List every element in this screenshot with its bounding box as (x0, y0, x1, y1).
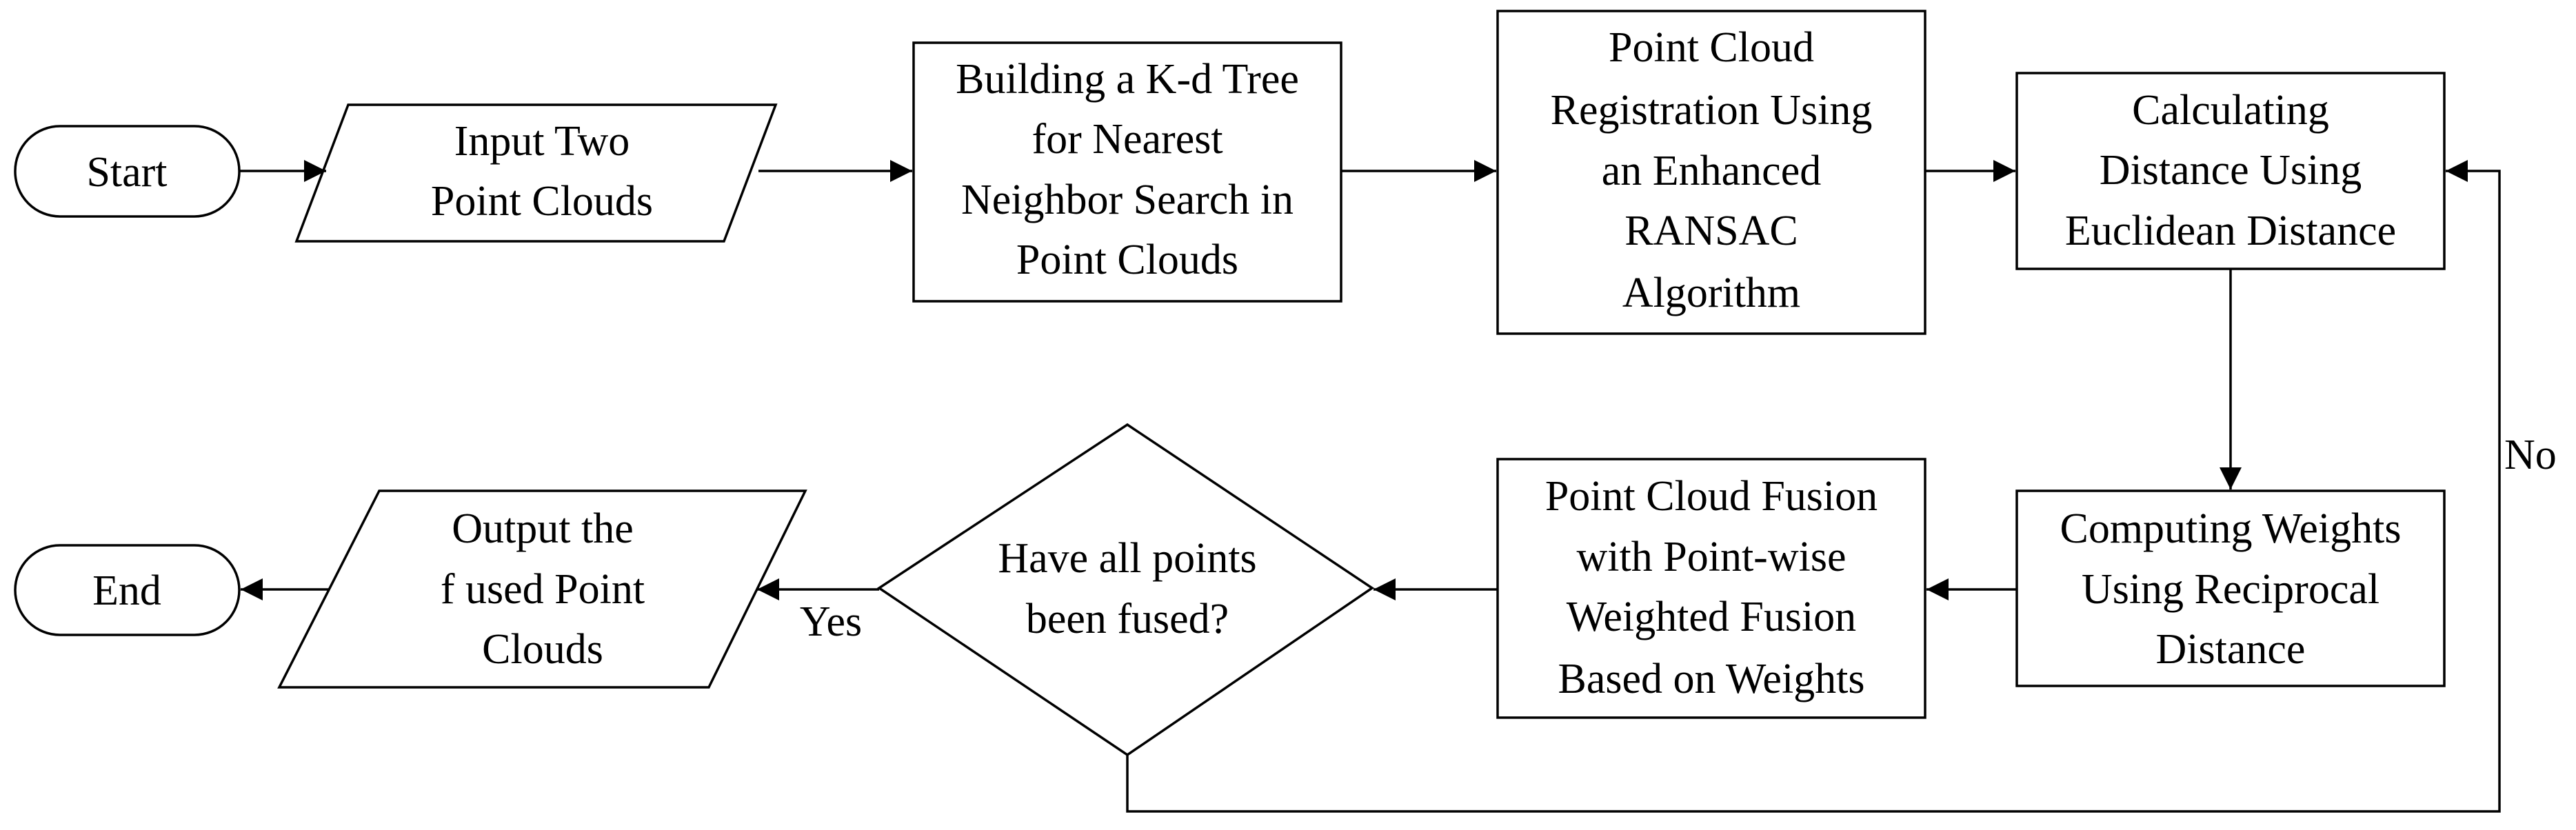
decision-label-line: Have all points (998, 535, 1256, 582)
fusion-label-line: Based on Weights (1558, 656, 1864, 702)
start-label: Start (86, 149, 167, 196)
distance-label-line: Distance Using (2100, 147, 2362, 194)
output-label-line: f used Point (441, 566, 645, 613)
registration-label-line: Registration Using (1551, 87, 1873, 134)
fusion-label-line: with Point-wise (1577, 534, 1847, 580)
registration-label-line: Algorithm (1622, 270, 1800, 316)
registration-label-line: an Enhanced (1602, 148, 1821, 194)
kdtree-label-line: for Nearest (1032, 116, 1222, 163)
kdtree-label: Building a K-d Tree for Nearest Neighbor… (956, 56, 1299, 283)
kdtree-label-line: Point Clouds (1016, 236, 1238, 283)
no-edge-label: No (2504, 432, 2557, 478)
kdtree-label-line: Neighbor Search in (961, 176, 1294, 223)
yes-edge-label: Yes (800, 598, 862, 645)
registration-label-line: Point Cloud (1609, 24, 1814, 71)
fusion-label-line: Point Cloud Fusion (1545, 473, 1878, 520)
kdtree-process-box (912, 41, 1342, 303)
decision-label: Have all points been fused? (998, 535, 1256, 642)
distance-process-box (2015, 72, 2446, 270)
output-label-line: Clouds (482, 626, 603, 673)
fusion-label-line: Weighted Fusion (1567, 594, 1856, 640)
weights-label-line: Computing Weights (2060, 505, 2401, 552)
registration-label: Point Cloud Registration Using an Enhanc… (1551, 24, 1873, 316)
fusion-process-box (1496, 458, 1926, 719)
output-label-line: Output the (452, 505, 633, 552)
input-label: Input Two Point Clouds (431, 118, 653, 225)
fusion-label: Point Cloud Fusion with Point-wise Weigh… (1545, 473, 1878, 702)
output-parallelogram (277, 489, 807, 689)
decision-label-line: been fused? (1026, 596, 1229, 642)
decision-diamond (876, 423, 1375, 757)
registration-process-box (1496, 10, 1926, 335)
weights-label-line: Distance (2156, 626, 2306, 673)
end-terminal (14, 544, 241, 636)
distance-label-line: Calculating (2132, 87, 2329, 134)
distance-label: Calculating Distance Using Euclidean Dis… (2065, 87, 2396, 254)
distance-label-line: Euclidean Distance (2065, 208, 2396, 254)
edge-decision-no-loop (1126, 160, 2501, 813)
end-label: End (92, 567, 161, 614)
output-label: Output the f used Point Clouds (441, 505, 645, 673)
weights-label-line: Using Reciprocal (2082, 566, 2379, 613)
input-parallelogram (294, 103, 778, 243)
weights-label: Computing Weights Using Reciprocal Dista… (2060, 505, 2401, 673)
input-label-line: Input Two (454, 118, 630, 165)
registration-label-line: RANSAC (1624, 208, 1798, 254)
kdtree-label-line: Building a K-d Tree (956, 56, 1299, 103)
input-label-line: Point Clouds (431, 178, 653, 225)
